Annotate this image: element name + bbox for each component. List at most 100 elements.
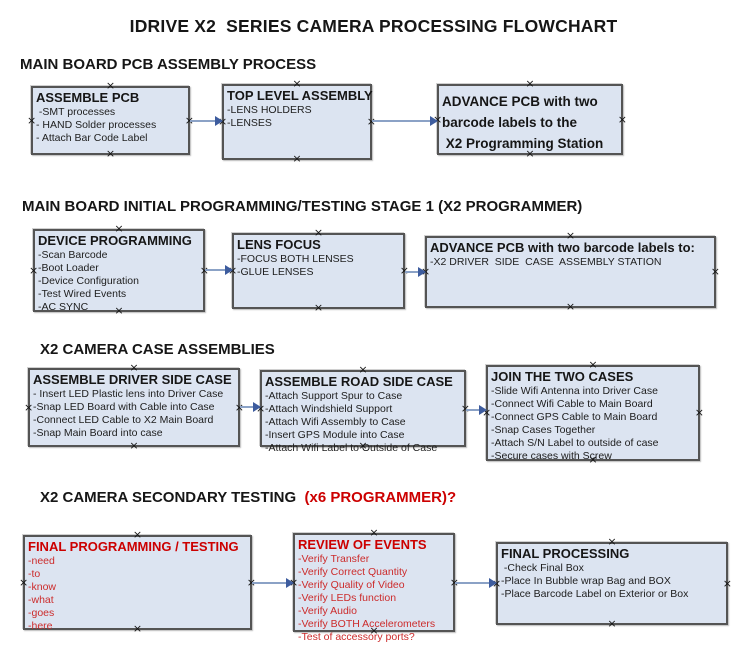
box-item: -Attach Wifi Label to Outside of Case xyxy=(265,442,438,454)
box-item: -Attach Support Spur to Case xyxy=(265,390,403,402)
section-heading-text: MAIN BOARD INITIAL PROGRAMMING/TESTING S… xyxy=(22,198,583,215)
top-connection-handle-icon: × xyxy=(105,79,116,92)
box-title: ASSEMBLE DRIVER SIDE CASE xyxy=(33,372,232,387)
box-item: -Scan Barcode xyxy=(38,249,108,261)
top-connection-handle-icon: × xyxy=(292,77,302,90)
bottom-connection-handle-icon: × xyxy=(607,617,617,630)
bottom-connection-handle-icon: × xyxy=(565,300,576,313)
box-item: -Secure cases with Screw xyxy=(491,450,612,462)
box-item: -Connect LED Cable to X2 Main Board xyxy=(33,414,214,426)
arrowhead-icon xyxy=(418,267,426,277)
box-item: -Connect GPS Cable to Main Board xyxy=(491,411,658,423)
arrowhead-icon xyxy=(286,578,294,588)
box-item: -Check Final Box xyxy=(501,562,584,574)
box-title: REVIEW OF EVENTS xyxy=(298,537,427,552)
arrowhead-icon xyxy=(215,116,223,126)
box-item: -Test Wired Events xyxy=(38,288,127,300)
box-item: -what xyxy=(28,594,54,606)
box-item: -Attach Windshield Support xyxy=(265,403,393,415)
section-heading-red-text: (x6 PROGRAMMER)? xyxy=(300,489,457,506)
right-connection-handle-icon: × xyxy=(710,265,720,278)
box-item: - Attach Bar Code Label xyxy=(36,132,148,144)
box-item: - HAND Solder processes xyxy=(36,119,157,131)
box-title: DEVICE PROGRAMMING xyxy=(38,233,192,248)
section-heading-pcb-assembly: MAIN BOARD PCB ASSEMBLY PROCESS xyxy=(20,56,316,73)
box-title: TOP LEVEL ASSEMBLY xyxy=(227,88,373,103)
box-item: -SMT processes xyxy=(36,106,116,118)
box-item: -Connect Wifi Cable to Main Board xyxy=(491,398,653,410)
box-item: -Device Configuration xyxy=(38,275,139,287)
bottom-connection-handle-icon: × xyxy=(129,439,139,452)
box-title: ASSEMBLE ROAD SIDE CASE xyxy=(265,374,453,389)
box-item: -Verify BOTH Accelerometers xyxy=(298,618,436,630)
bottom-connection-handle-icon: × xyxy=(105,147,116,160)
box-item: -Place In Bubble wrap Bag and BOX xyxy=(501,575,671,587)
box-item: -X2 DRIVER SIDE CASE ASSEMBLY STATION xyxy=(430,256,662,268)
flow-box-advance-pcb-to-programming-station: ADVANCE PCB with two barcode labels to t… xyxy=(433,78,627,159)
top-connection-handle-icon: × xyxy=(607,535,617,548)
left-connection-handle-icon: × xyxy=(24,400,34,414)
box-item: -Verify Audio xyxy=(298,605,357,617)
box-item: -FOCUS BOTH LENSES xyxy=(237,253,354,265)
box-item: -here xyxy=(28,620,53,632)
section-heading-secondary-testing: X2 CAMERA SECONDARY TESTING (x6 PROGRAMM… xyxy=(40,489,456,506)
top-connection-handle-icon: × xyxy=(588,358,598,371)
box-item: -Boot Loader xyxy=(38,262,99,274)
flow-arrow-lens-focus-to-advance-pcb-to-case-assembly xyxy=(405,267,426,277)
box-item: -LENSES xyxy=(227,117,272,129)
flow-arrow-review-of-events-to-final-processing xyxy=(455,578,497,588)
top-connection-handle-icon: × xyxy=(114,222,124,235)
box-item: -Snap Cases Together xyxy=(491,424,596,436)
page-title: IDRIVE X2 SERIES CAMERA PROCESSING FLOWC… xyxy=(129,16,618,36)
top-connection-handle-icon: × xyxy=(369,526,379,539)
box-title: JOIN THE TWO CASES xyxy=(491,369,634,384)
flow-box-advance-pcb-to-case-assembly: ADVANCE PCB with two barcode labels to:-… xyxy=(421,230,720,313)
section-heading-text: X2 CAMERA SECONDARY TESTING xyxy=(40,489,301,506)
box-title: LENS FOCUS xyxy=(237,237,321,252)
arrowhead-icon xyxy=(489,578,497,588)
box-item: -need xyxy=(28,555,55,567)
flow-box-top-level-assembly: TOP LEVEL ASSEMBLY-LENS HOLDERS-LENSES × ×… xyxy=(218,78,376,165)
flow-arrow-assemble-pcb-to-top-level-assembly xyxy=(190,116,223,126)
flow-arrow-final-programming-testing-to-review-of-events xyxy=(252,578,294,588)
flow-arrow-assemble-road-side-case-to-join-the-two-cases xyxy=(466,405,487,415)
box-item: -Attach S/N Label to outside of case xyxy=(491,437,659,449)
box-item: -Place Barcode Label on Exterior or Box xyxy=(501,588,689,600)
section-heading-case-assemblies: X2 CAMERA CASE ASSEMBLIES xyxy=(40,341,275,358)
section-heading-text: X2 CAMERA CASE ASSEMBLIES xyxy=(40,341,275,358)
left-connection-handle-icon: × xyxy=(27,113,37,127)
box-title: FINAL PROCESSING xyxy=(501,546,630,561)
section-heading-text: MAIN BOARD PCB ASSEMBLY PROCESS xyxy=(20,56,317,73)
flow-box-assemble-pcb: ASSEMBLE PCB -SMT processes- HAND Solder… xyxy=(27,80,194,160)
box-item: -Snap LED Board with Cable into Case xyxy=(33,401,215,413)
box-item: -Verify Transfer xyxy=(298,553,370,565)
flow-arrow-device-programming-to-lens-focus xyxy=(205,265,233,275)
arrowhead-icon xyxy=(430,116,438,126)
box-item: -Slide Wifi Antenna into Driver Case xyxy=(491,385,658,397)
box-item: -goes xyxy=(28,607,55,619)
arrowhead-icon xyxy=(253,402,261,412)
flow-box-lens-focus: LENS FOCUS-FOCUS BOTH LENSES-GLUE LENSES… xyxy=(228,227,409,313)
flow-box-join-the-two-cases: JOIN THE TWO CASES-Slide Wifi Antenna in… xyxy=(482,359,704,465)
box-item: -Verify LEDs function xyxy=(298,592,397,604)
box-item: -LENS HOLDERS xyxy=(227,104,312,116)
flow-box-final-programming-testing: FINAL PROGRAMMING / TESTING-need-to-know… xyxy=(19,529,256,634)
box-item: - Insert LED Plastic lens into Driver Ca… xyxy=(33,388,224,400)
top-connection-handle-icon: × xyxy=(129,361,139,374)
box-title: ASSEMBLE PCB xyxy=(36,90,140,105)
box-item: -Attach Wifi Assembly to Case xyxy=(265,416,406,428)
box-title: ADVANCE PCB with two barcode labels to t… xyxy=(442,94,604,151)
flow-arrow-assemble-driver-side-case-to-assemble-road-side-case xyxy=(240,402,261,412)
box-title: ADVANCE PCB with two barcode labels to: xyxy=(430,240,695,255)
flow-box-assemble-driver-side-case: ASSEMBLE DRIVER SIDE CASE- Insert LED Pl… xyxy=(24,362,244,452)
flow-box-final-processing: FINAL PROCESSING -Check Final Box-Place … xyxy=(492,536,732,630)
box-item: -Verify Quality of Video xyxy=(298,579,405,591)
top-connection-handle-icon: × xyxy=(358,363,368,376)
box-item: -Snap Main Board into case xyxy=(33,427,163,439)
flow-box-assemble-road-side-case: ASSEMBLE ROAD SIDE CASE-Attach Support S… xyxy=(256,364,470,454)
flow-box-review-of-events: REVIEW OF EVENTS-Verify Transfer -Verify … xyxy=(289,527,459,643)
top-connection-handle-icon: × xyxy=(565,229,576,242)
box-item: -AC SYNC xyxy=(38,301,89,313)
bottom-connection-handle-icon: × xyxy=(292,152,302,165)
